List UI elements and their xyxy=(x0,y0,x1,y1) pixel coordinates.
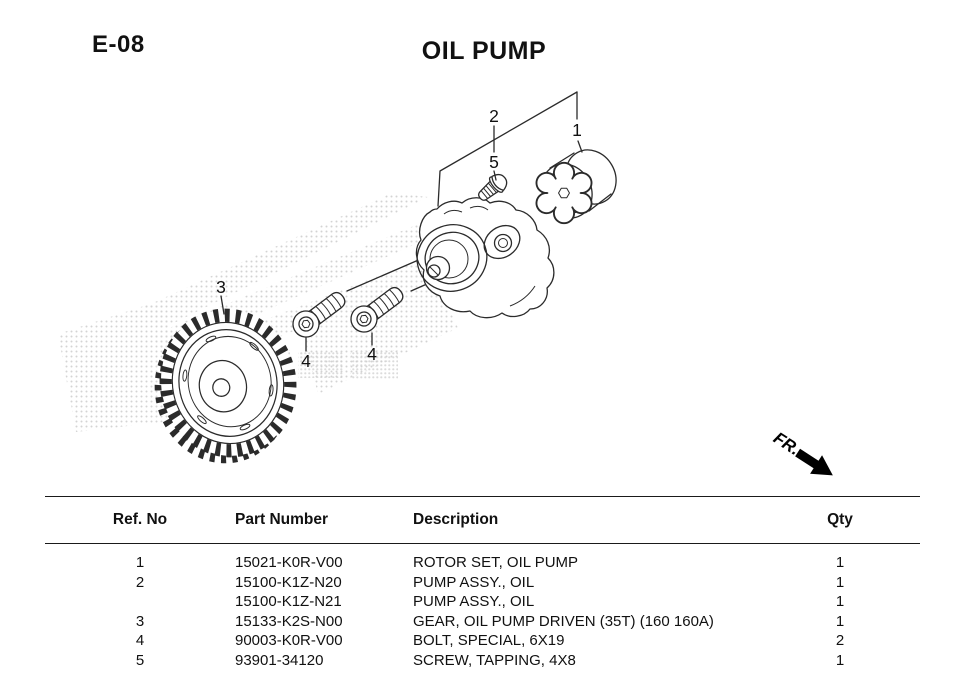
cell-ref: 1 xyxy=(135,554,145,571)
cell-qty: 1 xyxy=(835,593,845,610)
header-description: Description xyxy=(413,511,499,528)
table-row: 3 15133-K2S-N00 GEAR, OIL PUMP DRIVEN (3… xyxy=(45,612,920,632)
cell-ref: 5 xyxy=(135,651,145,669)
callout-2: 2 xyxy=(489,106,499,126)
cell-qty: 1 xyxy=(835,573,845,591)
bolt-drawing-2 xyxy=(350,286,404,333)
cell-part: 15100-K1Z-N21 xyxy=(235,593,342,610)
parts-table: Ref. No Part Number Description Qty 1 15… xyxy=(45,496,920,670)
cell-part: 90003-K0R-V00 xyxy=(235,632,343,649)
table-row: 2 15100-K1Z-N20 PUMP ASSY., OIL 1 xyxy=(45,573,920,593)
cell-ref xyxy=(45,592,235,612)
cell-desc: PUMP ASSY., OIL xyxy=(413,593,535,610)
leader-lines xyxy=(220,91,583,352)
callout-4b: 4 xyxy=(367,344,377,364)
driven-gear-drawing xyxy=(154,308,297,464)
exploded-parts-diagram: 2 5 1 3 4 4 FR. xyxy=(58,91,833,476)
header-ref-no: Ref. No xyxy=(112,511,168,528)
page-code: E-08 xyxy=(92,31,145,58)
cell-part: 15021-K0R-V00 xyxy=(235,554,343,571)
cell-desc: BOLT, SPECIAL, 6X19 xyxy=(413,632,565,649)
table-body: 1 15021-K0R-V00 ROTOR SET, OIL PUMP 1 2 … xyxy=(45,544,920,670)
cell-part: 15133-K2S-N00 xyxy=(235,612,343,630)
table-row: 1 15021-K0R-V00 ROTOR SET, OIL PUMP 1 xyxy=(45,553,920,573)
cell-qty: 1 xyxy=(835,612,845,630)
cell-desc: GEAR, OIL PUMP DRIVEN (35T) (160 160A) xyxy=(413,612,714,630)
table-row: 4 90003-K0R-V00 BOLT, SPECIAL, 6X19 2 xyxy=(45,631,920,651)
cell-part: 93901-34120 xyxy=(235,651,324,669)
table-header-row: Ref. No Part Number Description Qty xyxy=(45,497,920,543)
cell-desc: ROTOR SET, OIL PUMP xyxy=(413,554,579,571)
fr-direction-indicator: FR. xyxy=(770,428,833,476)
table-top-rule xyxy=(45,496,920,497)
callout-1: 1 xyxy=(572,120,582,140)
callout-5: 5 xyxy=(489,152,499,172)
header-qty: Qty xyxy=(827,511,853,528)
cell-qty: 1 xyxy=(835,651,845,669)
table-header-rule xyxy=(45,543,920,544)
callout-3: 3 xyxy=(216,277,226,297)
table-row: 15100-K1Z-N21 PUMP ASSY., OIL 1 xyxy=(45,592,920,612)
cell-ref: 4 xyxy=(135,632,145,649)
cell-desc: PUMP ASSY., OIL xyxy=(413,573,535,591)
rotor-set-drawing xyxy=(535,149,617,225)
bolt-drawing-1 xyxy=(292,291,346,338)
cell-qty: 1 xyxy=(835,554,845,571)
cell-part: 15100-K1Z-N20 xyxy=(235,573,342,591)
cell-ref: 3 xyxy=(135,612,145,630)
cell-ref: 2 xyxy=(135,573,145,591)
fr-arrow-icon xyxy=(795,448,833,476)
page-title: OIL PUMP xyxy=(421,37,547,65)
cell-qty: 2 xyxy=(835,632,845,649)
tapping-screw-drawing xyxy=(478,173,508,201)
pump-assembly-drawing xyxy=(415,197,555,319)
table-row: 5 93901-34120 SCREW, TAPPING, 4X8 1 xyxy=(45,651,920,671)
callout-4a: 4 xyxy=(301,351,311,371)
header-part-number: Part Number xyxy=(235,511,329,528)
cell-desc: SCREW, TAPPING, 4X8 xyxy=(413,651,576,669)
